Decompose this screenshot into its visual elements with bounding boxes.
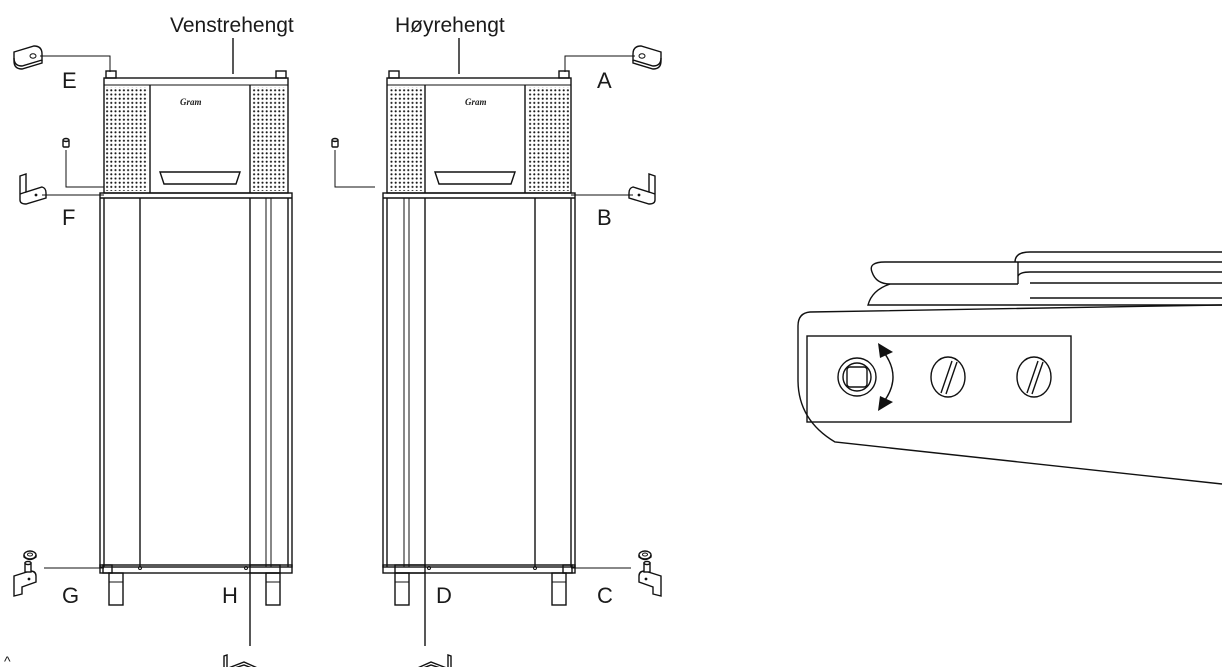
leader-line: [40, 55, 111, 72]
brand-logo: Gram: [465, 97, 487, 107]
bottom-hinge-bracket: [13, 560, 37, 597]
slotted-knob: [930, 356, 966, 398]
caption-left-hinged: Venstrehengt: [170, 14, 294, 37]
right-cabinet: [382, 70, 576, 606]
vent-grille: [106, 87, 148, 191]
door-handle: [217, 654, 263, 667]
display-window: [159, 171, 241, 185]
caption-right-hinged: Høyrehengt: [395, 14, 505, 37]
label-b: B: [597, 205, 612, 230]
leader-line: [65, 150, 104, 188]
label-g: G: [62, 583, 79, 608]
leader-line: [334, 150, 375, 188]
label-e: E: [62, 68, 77, 93]
control-panel-detail: [797, 251, 1223, 485]
middle-hinge-bracket: [19, 173, 47, 205]
control-panel: [806, 335, 1072, 423]
square-knob: [837, 357, 877, 397]
label-a: A: [597, 68, 612, 93]
top-hinge-plate: [13, 45, 43, 70]
washer: [23, 550, 37, 561]
right-side-parts: [331, 45, 662, 667]
label-h: H: [222, 583, 238, 608]
hinge-bushing: [62, 137, 70, 148]
rotation-arrow-icon: [878, 343, 894, 411]
label-f: F: [62, 205, 75, 230]
left-cabinet: Gram: [99, 70, 293, 606]
vent-grille: [252, 87, 286, 191]
slotted-knob: [1016, 356, 1052, 398]
corner-mark: ^: [4, 653, 11, 667]
label-c: C: [597, 583, 613, 608]
label-d: D: [436, 583, 452, 608]
brand-logo: Gram: [180, 97, 202, 107]
